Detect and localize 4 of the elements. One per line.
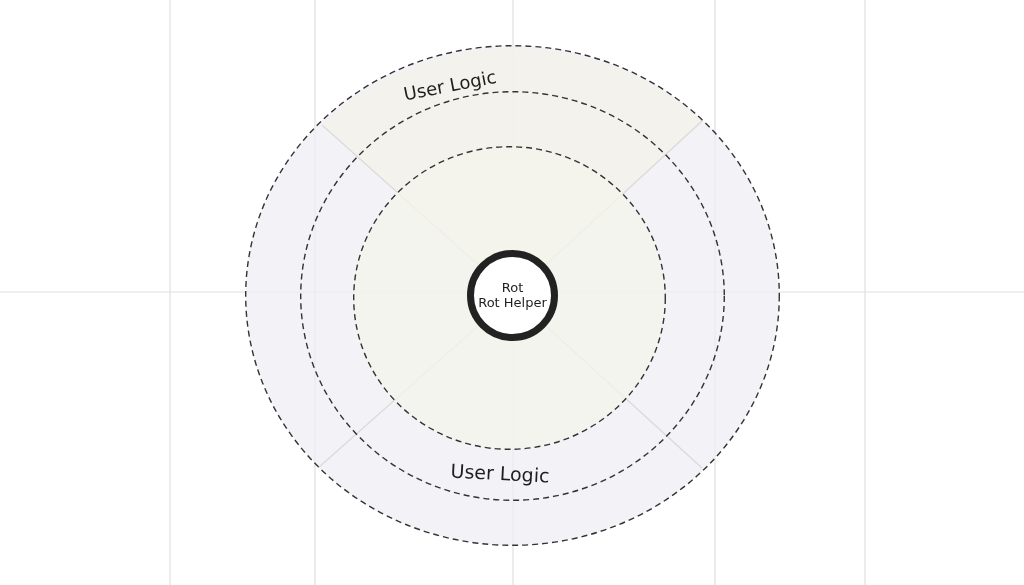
circle-label: Rot Helper	[478, 295, 547, 311]
ring-label: User Logic	[450, 460, 550, 488]
ring-label: User Logic	[402, 66, 498, 106]
circle-label: Rot	[501, 280, 524, 296]
